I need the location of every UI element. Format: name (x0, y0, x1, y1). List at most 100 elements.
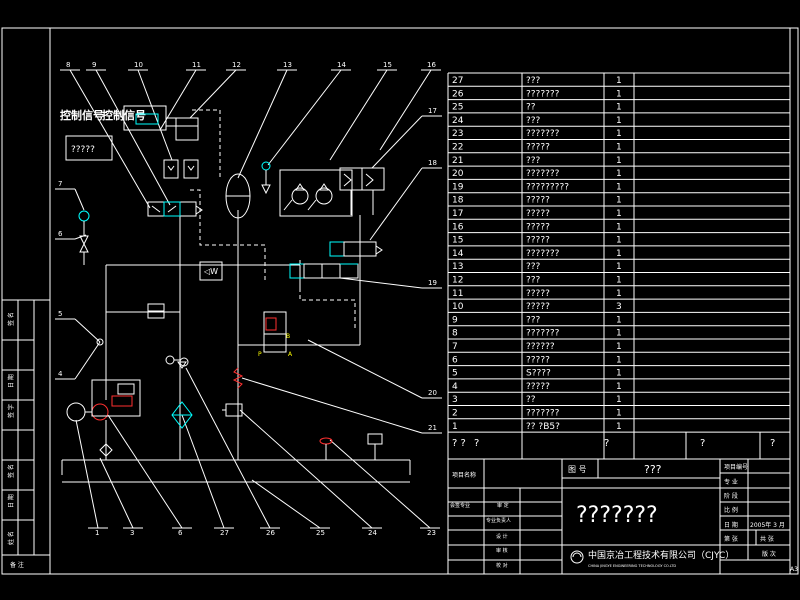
sign-row-label: 校 对 (496, 562, 508, 569)
part-number: 21 (452, 156, 463, 166)
company-logo-icon (570, 550, 584, 564)
callout-number: 6 (178, 529, 183, 537)
part-qty: 1 (616, 395, 622, 405)
part-number: 5 (452, 369, 458, 379)
pressure-gauge-icon (78, 210, 90, 222)
part-number: 14 (452, 249, 464, 259)
motor-symbol (66, 402, 86, 422)
signal-box (65, 135, 113, 161)
part-name: ?? (526, 103, 536, 113)
part-number: 22 (452, 143, 463, 153)
part-number: 24 (452, 116, 464, 126)
sheet-size: A3 (790, 566, 798, 573)
part-number: 11 (452, 289, 463, 299)
valve-letter: A (288, 351, 293, 358)
callout-number: 19 (428, 279, 437, 287)
part-number: 9 (452, 315, 458, 325)
part-number: 16 (452, 222, 464, 232)
part-name: ??? (526, 262, 541, 272)
callout-number: 3 (130, 529, 134, 537)
valve-letter: P (258, 351, 262, 358)
callouts-bottom: 1 3 6 27 26 25 24 23 (75, 367, 440, 537)
item-label: 项目编号 (724, 463, 748, 471)
callout-number: 13 (283, 61, 292, 69)
part-number: 1 (452, 422, 458, 432)
part-number: 2 (452, 409, 458, 419)
left-strip: 签 名 日 期 签 字 签 名 日 期 姓 名 备 注 (2, 299, 50, 569)
header-name: ? (474, 438, 479, 449)
callout-number: 24 (368, 529, 377, 537)
part-name: ????? (526, 196, 550, 206)
part-name: ????? (526, 289, 550, 299)
part-qty: 1 (616, 156, 622, 166)
part-number: 15 (452, 236, 463, 246)
part-name: ????? (526, 355, 550, 365)
sign-row-label: 会签专业 (450, 502, 470, 509)
part-number: 12 (452, 276, 463, 286)
scale-label: 比 例 (724, 506, 738, 514)
callout-number: 18 (428, 159, 437, 167)
part-qty: 1 (616, 276, 622, 286)
callout-number: 26 (266, 529, 275, 537)
part-name: ??????? (526, 89, 560, 99)
callout-number: 10 (134, 61, 143, 69)
part-name: ????????? (526, 182, 569, 192)
control-signal-label: 控制信号 (60, 108, 104, 122)
callouts-right: 17 18 19 20 21 (241, 107, 442, 434)
part-number: 23 (452, 129, 463, 139)
left-strip-label: 签 名 (7, 312, 15, 326)
part-number: 25 (452, 103, 463, 113)
part-qty: 1 (616, 422, 622, 432)
part-name: ??????? (526, 169, 560, 179)
left-strip-label: 姓 名 (7, 531, 15, 545)
left-strip-label: 签 字 (7, 404, 15, 418)
callout-number: 1 (95, 529, 99, 537)
stage-label: 阶 段 (724, 492, 738, 500)
part-name: ??? (526, 76, 541, 86)
part-name: ??? (526, 276, 541, 286)
title-block: 项目名称 图 号 ??? ??????? 项目编号 专 业 阶 段 比 例 日 … (447, 458, 798, 575)
part-name: ??? (526, 116, 541, 126)
svg-text:◁W: ◁W (203, 267, 218, 276)
header-col4: ? (700, 438, 705, 449)
part-qty: 1 (616, 222, 622, 232)
part-number: 4 (452, 382, 458, 392)
part-qty: 1 (616, 355, 622, 365)
part-qty: 1 (616, 369, 622, 379)
part-qty: 1 (616, 89, 622, 99)
part-qty: 1 (616, 236, 622, 246)
part-name: ?? (526, 395, 536, 405)
parts-table: 27???126???????125??124???123???????122?… (447, 72, 791, 460)
callout-number: 6 (58, 230, 63, 238)
part-qty: 3 (616, 302, 622, 312)
project-label: 项目名称 (452, 471, 476, 479)
part-qty: 1 (616, 289, 622, 299)
part-qty: 1 (616, 209, 622, 219)
part-name: ??? (526, 156, 541, 166)
part-name: ??????? (526, 409, 560, 419)
callout-number: 4 (58, 370, 63, 378)
signal-box-label: ????? (71, 145, 95, 155)
pump-symbol (91, 403, 109, 421)
sheet-label: 第 张 (724, 535, 738, 543)
left-strip-label: 日 期 (7, 494, 15, 508)
callout-number: 9 (92, 61, 96, 69)
part-number: 17 (452, 209, 463, 219)
callout-number: 17 (428, 107, 437, 115)
pump-group-box (279, 169, 353, 217)
part-name: ??????? (526, 329, 560, 339)
part-number: 7 (452, 342, 458, 352)
callout-number: 14 (337, 61, 346, 69)
part-qty: 1 (616, 129, 622, 139)
left-strip-label: 日 期 (7, 374, 15, 388)
drawing-big-title: ??????? (576, 503, 658, 528)
left-strip-bottom-label: 备 注 (10, 561, 24, 569)
callout-number: 16 (427, 61, 436, 69)
part-qty: 1 (616, 329, 622, 339)
part-name: ?????? (526, 342, 555, 352)
callout-number: 20 (428, 389, 437, 397)
part-qty: 1 (616, 409, 622, 419)
hydraulic-schematic: 控制信号 控制信号 ????? 8 9 10 11 12 13 14 15 16 (55, 61, 442, 537)
header-qty: ? (604, 438, 609, 449)
